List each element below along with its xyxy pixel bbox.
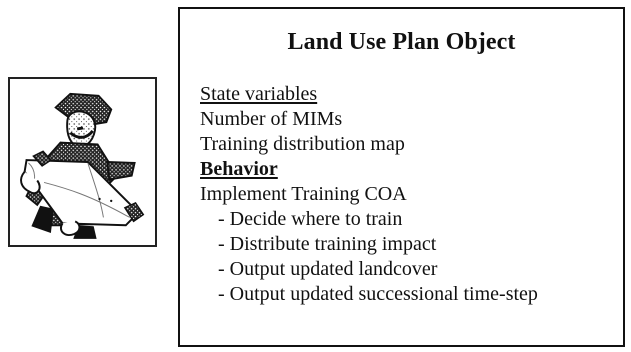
behavior-subitem-output-updated-successional-time-step: - Output updated successional time-step [218, 283, 538, 305]
state-variable-training-distribution-map: Training distribution map [200, 133, 405, 155]
behavior-subitem-output-updated-landcover: - Output updated landcover [218, 258, 438, 280]
behavior-subitem-distribute-training-impact: - Distribute training impact [218, 233, 437, 255]
object-description-list: State variables Number of MIMs Training … [200, 82, 610, 307]
state-variable-number-of-mims: Number of MIMs [200, 108, 343, 130]
behavior-heading: Behavior [200, 158, 278, 180]
object-title: Land Use Plan Object [287, 29, 516, 55]
object-description-box: Land Use Plan Object State variables Num… [178, 7, 625, 347]
soldier-map-image-frame [8, 77, 157, 247]
behavior-implement-training-coa: Implement Training COA [200, 183, 407, 205]
state-variables-heading: State variables [200, 83, 318, 105]
soldier-holding-map-icon [20, 92, 145, 239]
behavior-subitem-decide-where-to-train: - Decide where to train [218, 208, 403, 230]
